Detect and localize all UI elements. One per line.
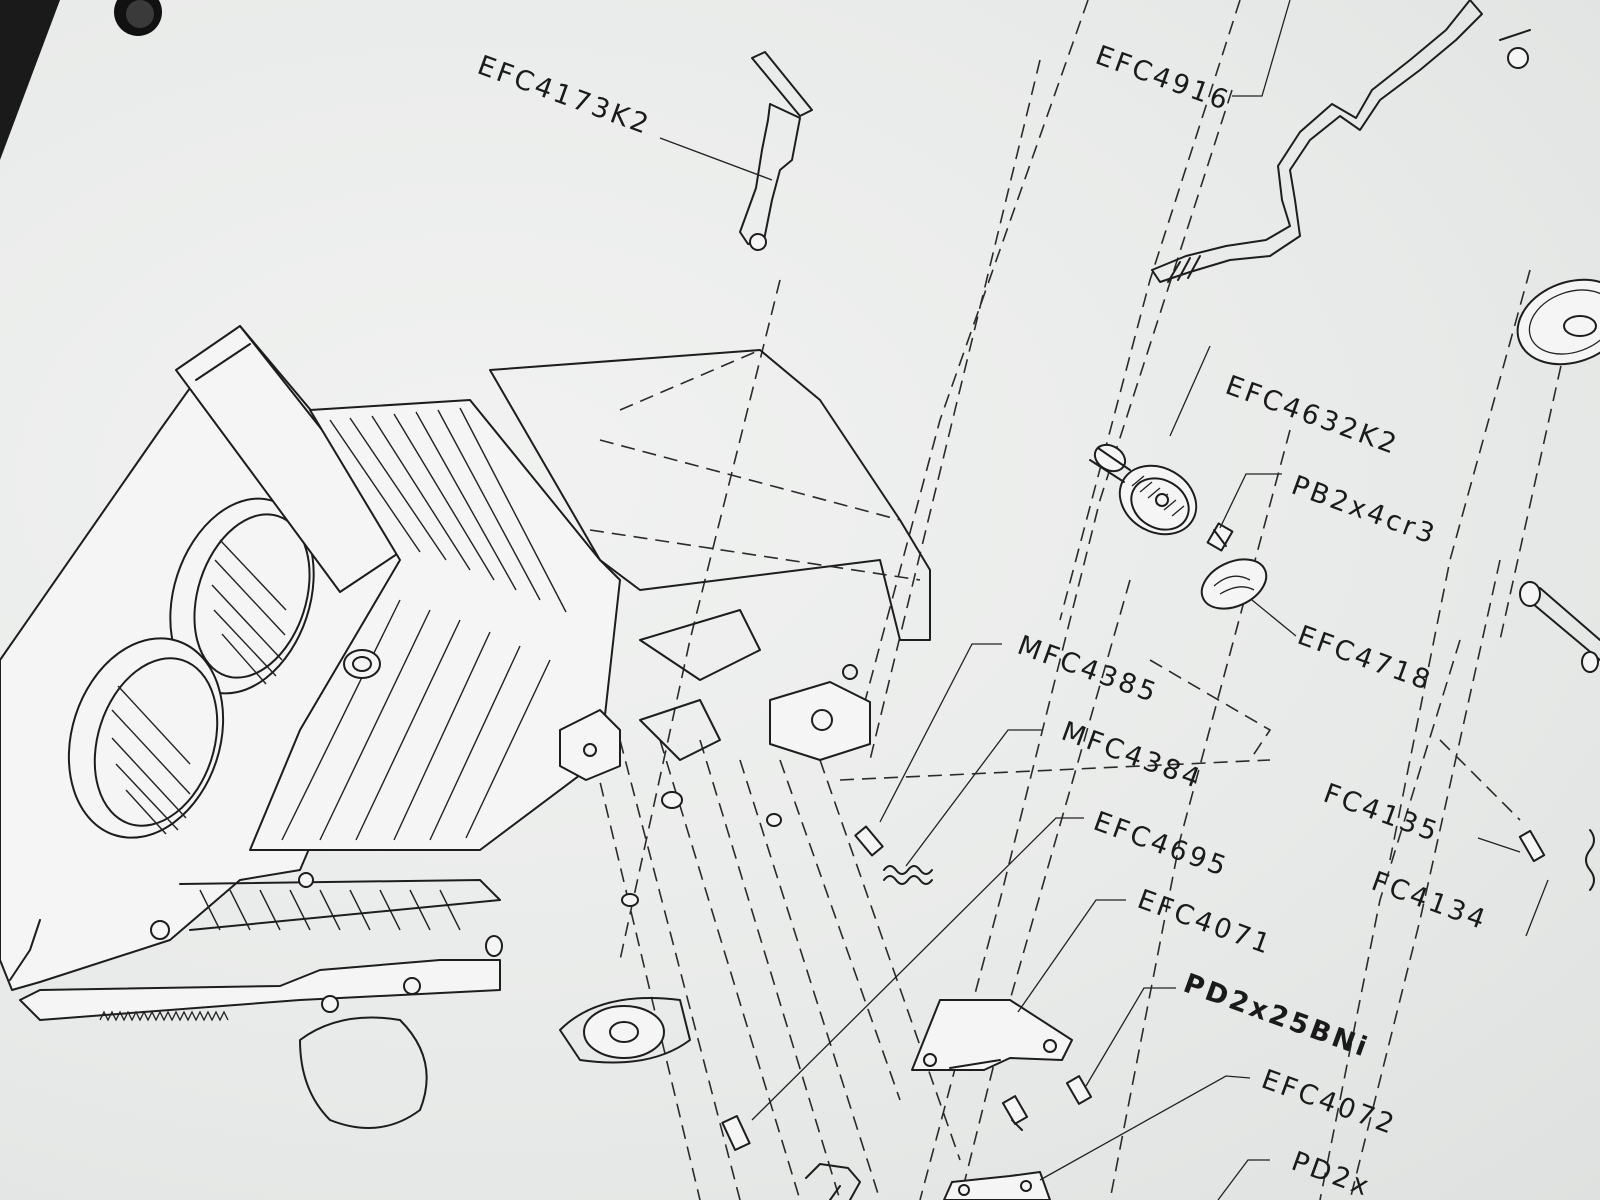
- binder-ring: [0, 0, 162, 160]
- part-efc4071-bracket: [911, 999, 1073, 1071]
- part-screw-bottom-left: [721, 1115, 861, 1200]
- part-mfc4385-screw: [854, 825, 884, 857]
- part-efc4072-bracket: [943, 1171, 1051, 1200]
- camera-body: [0, 325, 691, 1129]
- part-efc4916-lever: [1151, 0, 1531, 283]
- part-fc4135-screw: [1518, 829, 1546, 863]
- leader-lines: [659, 0, 1549, 1200]
- part-mfc4384-spring: [883, 865, 933, 885]
- camera-rear-frame: [485, 349, 931, 957]
- part-fc4134-spring: [1585, 829, 1595, 891]
- part-shaft-right: [1519, 581, 1600, 673]
- assembly-guide-lines: [589, 0, 1581, 1200]
- part-pd2x25bni-screw: [1001, 1075, 1093, 1131]
- part-efc4173k2: [739, 51, 813, 251]
- part-gear-right-edge: [1516, 278, 1600, 366]
- part-efc4718-disc: [1200, 558, 1268, 610]
- part-pb2x4cr3-screw: [1206, 522, 1234, 552]
- part-efc4632k2-knob: [1089, 443, 1198, 536]
